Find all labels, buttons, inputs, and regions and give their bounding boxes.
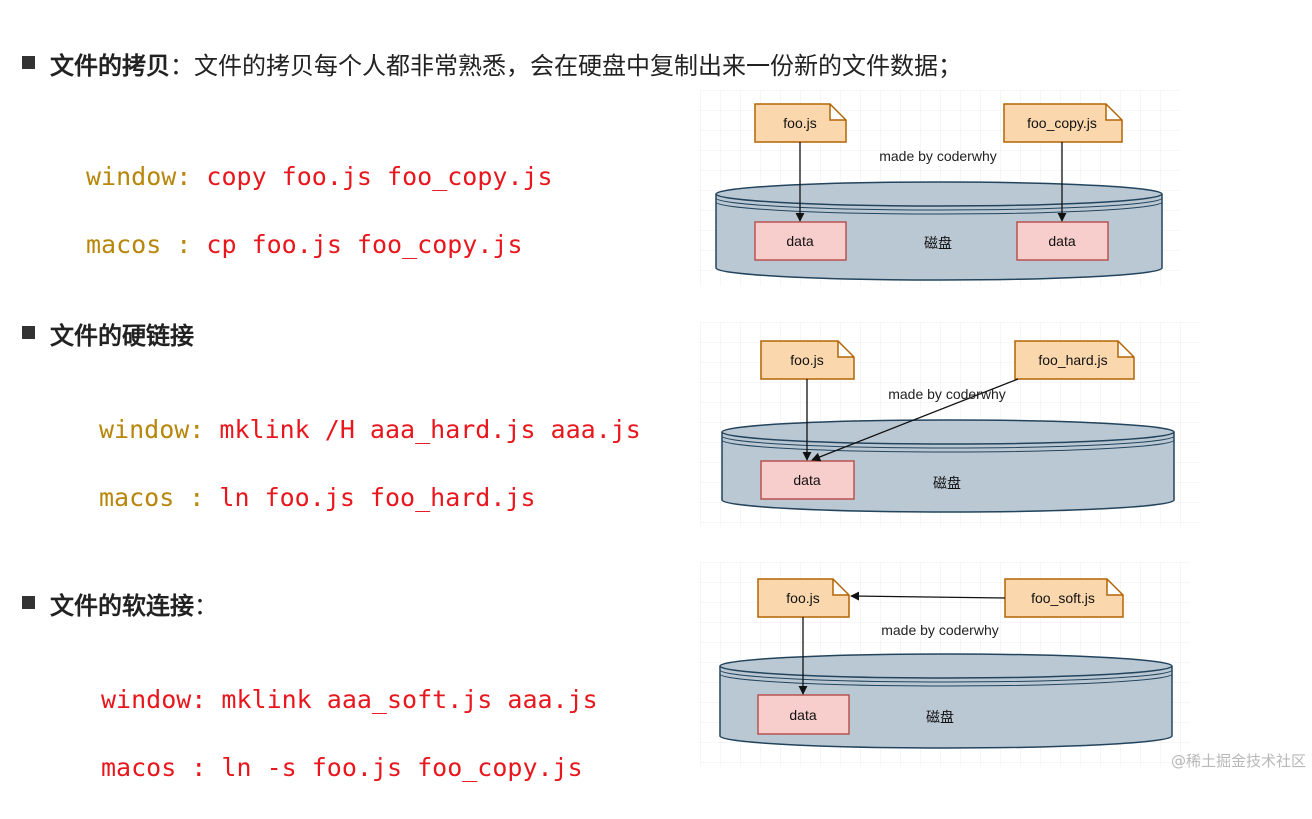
file-note-icon xyxy=(1004,578,1124,618)
file-label: foo_copy.js xyxy=(1027,115,1097,131)
section-heading-soft-link: 文件的软连接： xyxy=(50,586,218,621)
code-command: mklink aaa_soft.js aaa.js xyxy=(221,685,598,714)
data-label: data xyxy=(793,472,820,488)
code-line: macos : cp foo.js foo_copy.js xyxy=(86,228,553,262)
code-label: window: xyxy=(101,685,222,714)
file-note-icon xyxy=(760,340,855,380)
data-label: data xyxy=(1048,233,1075,249)
section-title: 文件的拷贝 xyxy=(50,52,170,80)
diagram-watermark: made by coderwhy xyxy=(888,386,1006,402)
disk-label: 磁盘 xyxy=(933,475,961,491)
file-note-icon xyxy=(754,103,847,143)
code-label: macos : xyxy=(86,230,207,259)
section-title: 文件的硬链接 xyxy=(50,322,194,350)
section-heading-hard-link: 文件的硬链接 xyxy=(50,316,194,351)
code-command: mklink /H aaa_hard.js aaa.js xyxy=(219,415,641,444)
code-label: window: xyxy=(99,415,220,444)
title-separator: ： xyxy=(194,592,218,620)
file-label: foo_soft.js xyxy=(1031,590,1095,606)
data-block-a xyxy=(754,221,847,261)
footer-watermark: @稀土掘金技术社区 xyxy=(1170,752,1306,770)
code-label: window: xyxy=(86,162,207,191)
diagram-hard-link: 磁盘 data foo.js foo_hard.js made by coder… xyxy=(700,322,1200,527)
file-note-icon xyxy=(1003,103,1123,143)
bullet-square xyxy=(22,56,35,69)
data-block-b xyxy=(1016,221,1109,261)
code-line: window: copy foo.js foo_copy.js xyxy=(86,160,553,194)
file-label: foo.js xyxy=(790,352,823,368)
arrow-connector xyxy=(850,591,1006,601)
disk-label: 磁盘 xyxy=(926,709,954,725)
file-note-icon xyxy=(757,578,850,618)
file-label: foo_hard.js xyxy=(1038,352,1107,368)
code-block-hard-link: window: mklink /H aaa_hard.js aaa.js mac… xyxy=(99,379,641,549)
diagram-soft-link: 磁盘 data foo.js foo_soft.js made by coder… xyxy=(700,562,1190,767)
file-label: foo.js xyxy=(783,115,816,131)
diagram-watermark: made by coderwhy xyxy=(879,148,997,164)
data-block-a xyxy=(760,460,855,500)
code-command: cp foo.js foo_copy.js xyxy=(206,230,523,259)
file-note-icon xyxy=(1014,340,1135,380)
bullet-square xyxy=(22,596,35,609)
code-line: macos : ln -s foo.js foo_copy.js xyxy=(101,751,598,785)
arrow-connector xyxy=(811,378,1019,462)
disk-label: 磁盘 xyxy=(924,235,952,251)
code-block-copy: window: copy foo.js foo_copy.js macos : … xyxy=(86,126,553,296)
code-command: ln foo.js foo_hard.js xyxy=(219,483,536,512)
code-command: copy foo.js foo_copy.js xyxy=(206,162,553,191)
data-label: data xyxy=(789,707,816,723)
data-label: data xyxy=(786,233,813,249)
code-label: macos : xyxy=(101,753,222,782)
code-line: window: mklink aaa_soft.js aaa.js xyxy=(101,683,598,717)
section-heading-copy: 文件的拷贝：文件的拷贝每个人都非常熟悉，会在硬盘中复制出来一份新的文件数据； xyxy=(50,46,962,81)
code-command: ln -s foo.js foo_copy.js xyxy=(221,753,583,782)
code-line: macos : ln foo.js foo_hard.js xyxy=(99,481,641,515)
file-label: foo.js xyxy=(786,590,819,606)
bullet-square xyxy=(22,326,35,339)
code-label: macos : xyxy=(99,483,220,512)
section-title: 文件的软连接 xyxy=(50,592,194,620)
code-line: window: mklink /H aaa_hard.js aaa.js xyxy=(99,413,641,447)
diagram-copy: 磁盘 data data foo.js foo_copy.js made by … xyxy=(700,90,1180,286)
data-block-a xyxy=(757,694,850,735)
title-separator: ： xyxy=(170,52,194,80)
section-description: 文件的拷贝每个人都非常熟悉，会在硬盘中复制出来一份新的文件数据； xyxy=(194,52,962,80)
code-block-soft-link: window: mklink aaa_soft.js aaa.js macos … xyxy=(101,649,598,819)
diagram-watermark: made by coderwhy xyxy=(881,622,999,638)
